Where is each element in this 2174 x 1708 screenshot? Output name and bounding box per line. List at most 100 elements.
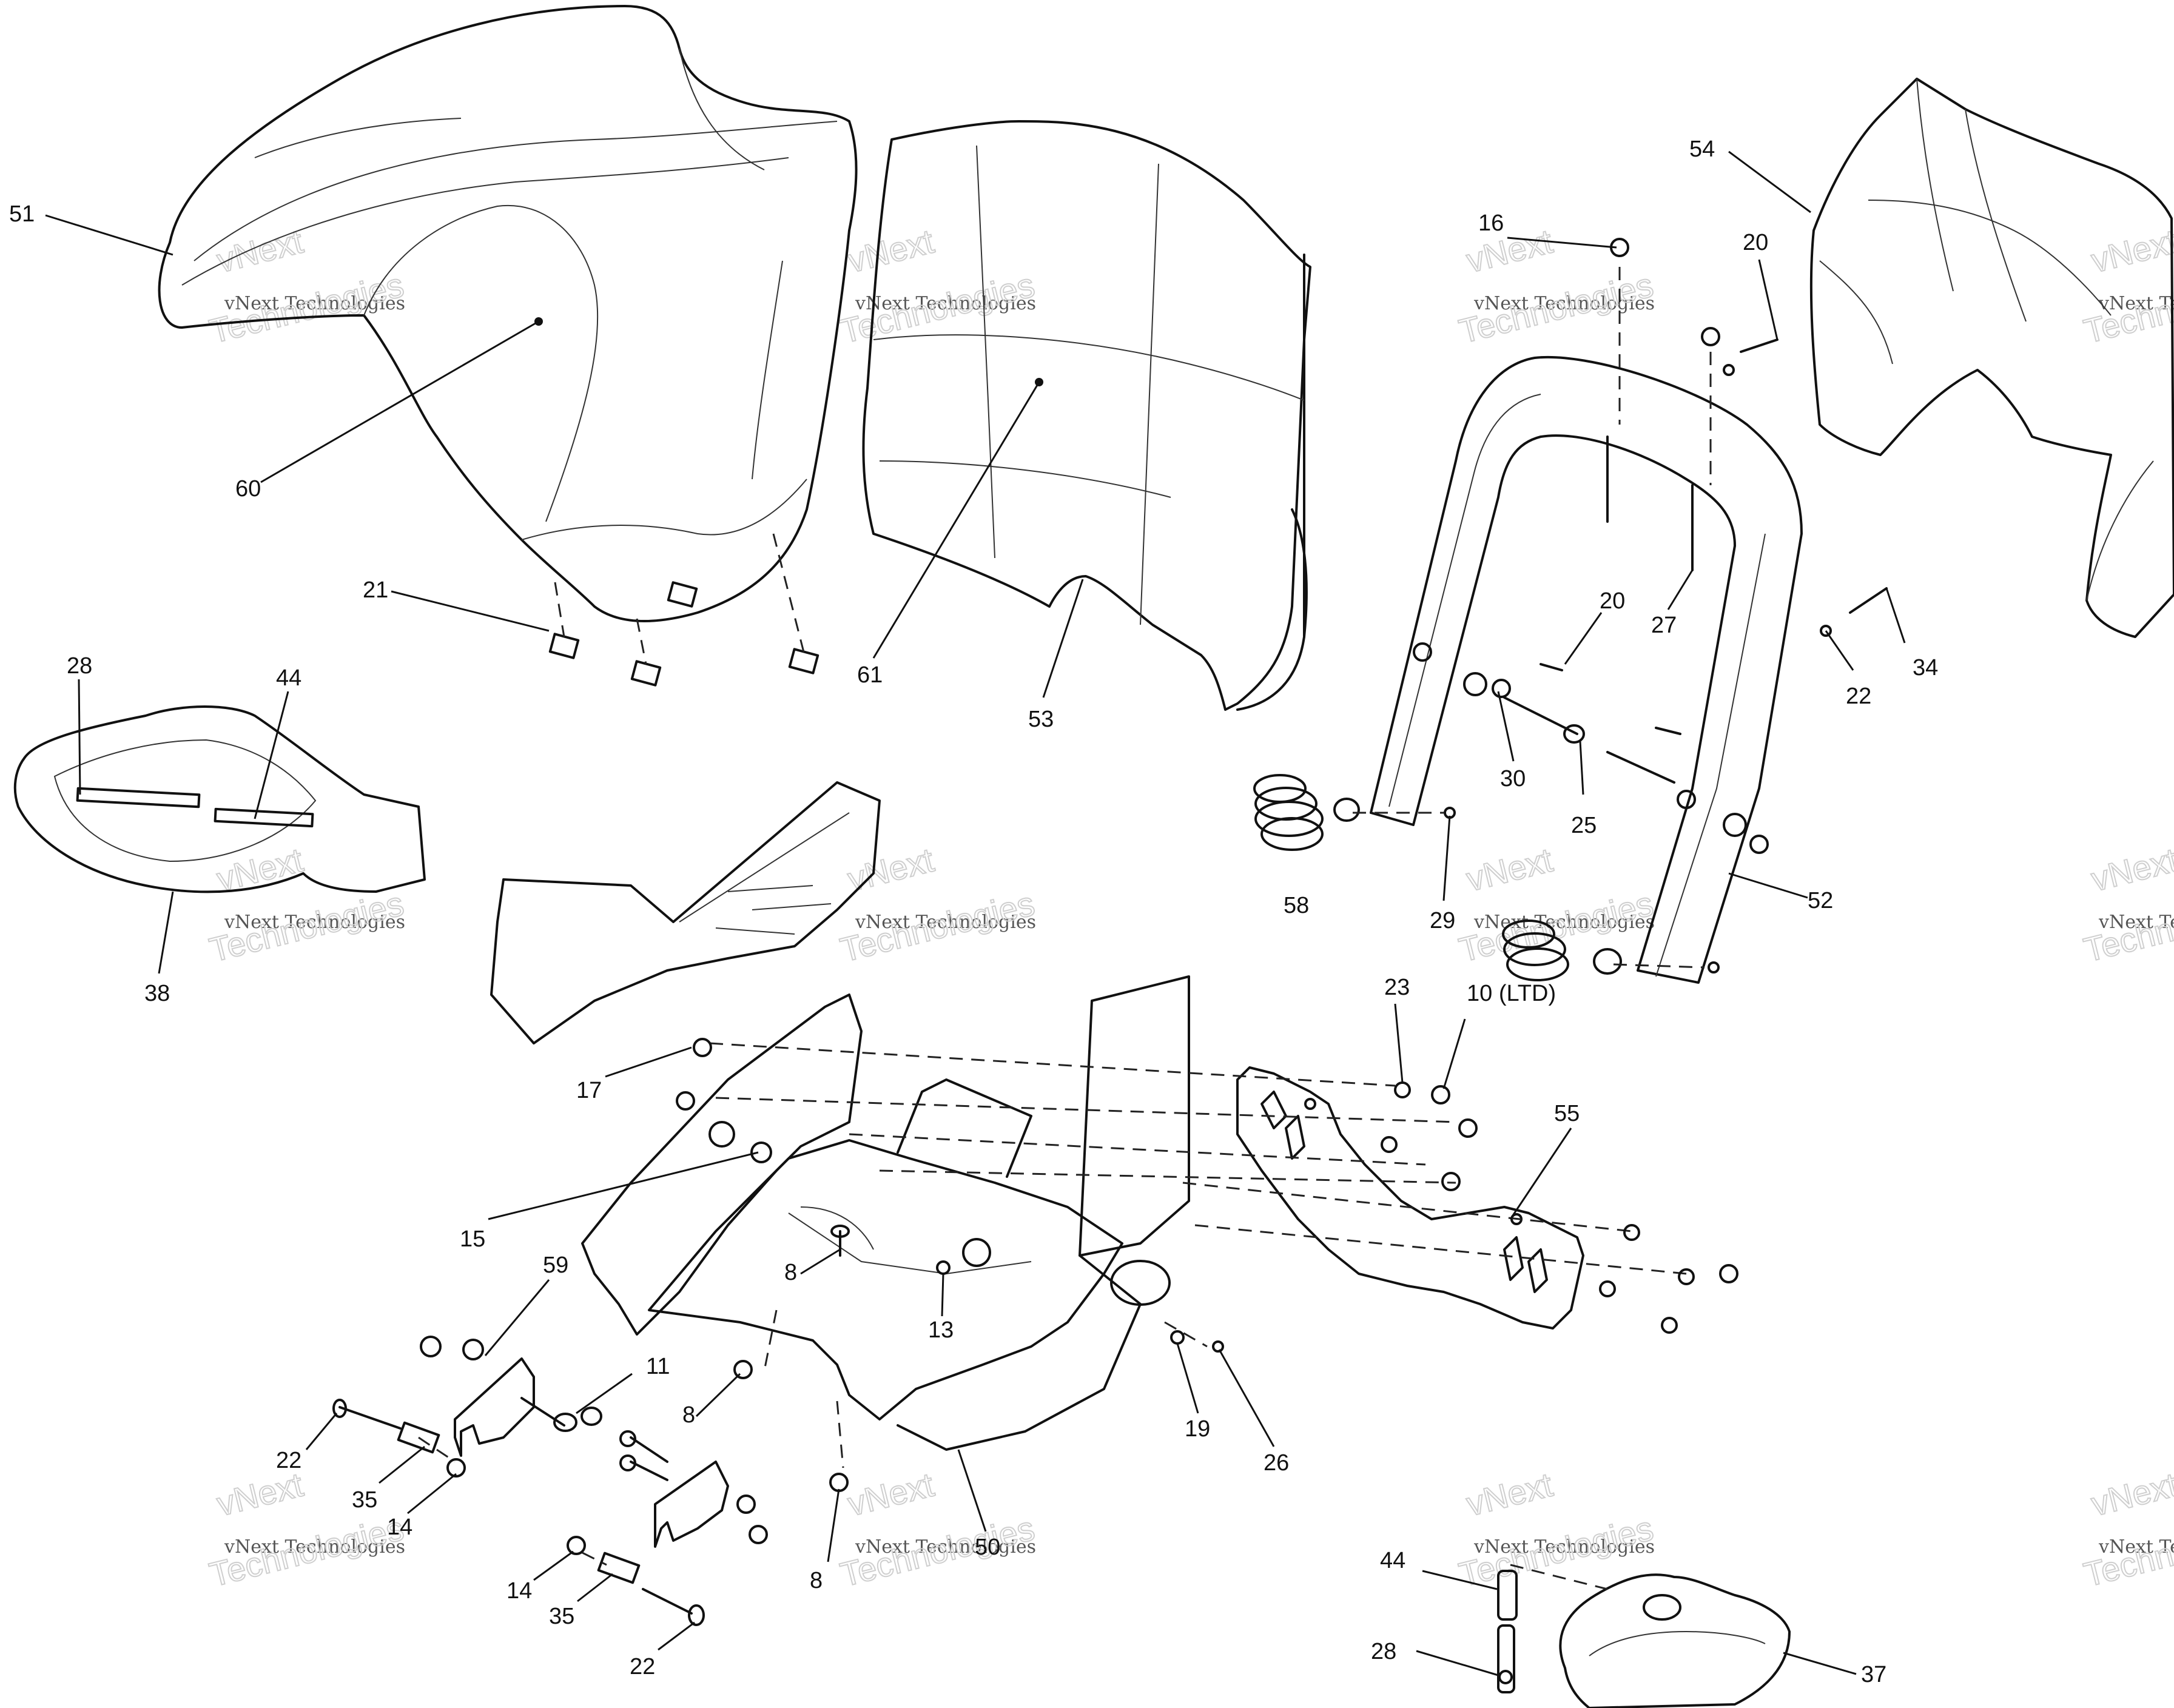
callout-11: 11 [646,1354,670,1379]
callout-54: 54 [1689,136,1715,162]
svg-text:vNext: vNext [1462,841,1556,899]
svg-text:Technologies: Technologies [2080,884,2174,969]
callout-34: 22 [1846,684,1871,709]
callout-38: 38 [144,981,170,1006]
callout-22: 27 [1651,613,1677,638]
carrier-rack-part [581,975,1190,1451]
svg-text:Technologies: Technologies [836,884,1038,969]
watermark: vNext vNext Technologies Technologies [2079,840,2174,970]
callout-37: 37 [1861,1662,1886,1687]
svg-text:vNext Technologies: vNext Technologies [855,912,1036,933]
watermark: vNext vNext Technologies Technologies [205,221,408,351]
callout-30: 30 [1500,766,1526,792]
callout-35: 35 [549,1604,574,1629]
callout-35: 35 [352,1487,377,1513]
spring-part [1502,920,1622,981]
callout-22: 22 [276,1448,301,1473]
svg-text:Technologies: Technologies [206,884,407,969]
svg-text:Technologies: Technologies [206,266,407,351]
svg-text:Technologies: Technologies [2080,1509,2174,1594]
callout-14: 14 [387,1515,412,1540]
svg-text:vNext: vNext [2087,841,2174,899]
backrest-part [862,120,1311,711]
callout-60: 60 [235,476,261,502]
watermark: vNext vNext Technologies Technologies [836,840,1038,970]
svg-text:vNext: vNext [213,841,307,899]
svg-text:vNext Technologies: vNext Technologies [2098,293,2174,314]
callout-8: 8 [784,1260,797,1285]
grab-handle-part [1497,1564,1791,1708]
hinge-bracket-part [332,1336,768,1626]
callout-52: 52 [1808,888,1833,913]
watermark: vNext vNext Technologies Technologies [205,1465,408,1595]
grab-handle-part [13,705,426,893]
svg-text:Technologies: Technologies [836,266,1038,351]
callout-22: 22 [630,1654,655,1679]
callout-23: 23 [1384,975,1410,1000]
svg-text:Technologies: Technologies [836,1509,1038,1594]
svg-text:vNext Technologies: vNext Technologies [2098,1536,2174,1558]
callout-8: 8 [682,1402,695,1428]
svg-text:Technologies: Technologies [2080,266,2174,351]
callout-14: 14 [506,1578,532,1604]
svg-text:vNext: vNext [844,1465,938,1524]
callout-44: 44 [276,665,301,691]
callout-51: 51 [9,201,35,227]
svg-text:vNext Technologies: vNext Technologies [2098,912,2174,933]
callout-19: 19 [1185,1416,1210,1442]
watermark: vNext vNext Technologies Technologies [836,221,1038,351]
svg-text:Technologies: Technologies [1455,266,1657,351]
callout-58: 58 [1284,893,1309,918]
svg-text:vNext Technologies: vNext Technologies [1473,293,1655,314]
callout-61: 61 [857,662,883,688]
watermark: vNext vNext Technologies Technologies [1455,1465,1657,1595]
rack-fasteners [676,1038,1738,1492]
watermark: vNext vNext Technologies Technologies [2079,221,2174,351]
callout-55: 55 [1554,1101,1580,1126]
rear-panel-part [1809,78,2174,638]
callout-50: 50 [975,1535,1000,1560]
bracket-part [1236,1066,1584,1330]
svg-text:vNext: vNext [2087,222,2174,280]
callout-10-ltd: 10 (LTD) [1467,981,1556,1006]
watermark: vNext vNext Technologies Technologies [836,1465,1038,1595]
svg-text:vNext Technologies: vNext Technologies [1473,1536,1655,1558]
svg-text:Technologies: Technologies [206,1509,407,1594]
svg-text:vNext Technologies: vNext Technologies [224,1536,405,1558]
callout-28: 28 [1371,1639,1396,1664]
svg-text:Technologies: Technologies [1455,884,1657,969]
callout-15: 15 [460,1226,485,1252]
svg-text:vNext Technologies: vNext Technologies [855,293,1036,314]
watermark: vNext vNext Technologies Technologies [1455,840,1657,970]
side-panel-part [490,781,881,1044]
svg-text:vNext: vNext [1462,222,1556,280]
callout-13: 13 [928,1317,954,1343]
seat-clips [548,533,819,687]
svg-text:vNext: vNext [1462,1465,1556,1524]
svg-text:vNext Technologies: vNext Technologies [224,912,405,933]
backrest-frame-part [1370,356,1803,984]
callout-59: 59 [543,1252,568,1278]
svg-text:vNext: vNext [213,1465,307,1524]
callout-44: 44 [1380,1548,1405,1573]
callout-8: 8 [810,1568,823,1593]
callout-21: 21 [363,577,388,603]
callout-28: 28 [67,653,92,679]
callout-26: 26 [1264,1450,1289,1476]
leader-lines [45,150,1906,1676]
spring-part [1253,774,1360,851]
svg-text:vNext: vNext [844,222,938,280]
callout-20: 34 [1913,655,1938,681]
svg-text:vNext Technologies: vNext Technologies [224,293,405,314]
svg-text:vNext: vNext [2087,1465,2174,1524]
svg-text:vNext: vNext [213,222,307,280]
svg-text:vNext Technologies: vNext Technologies [855,1536,1036,1558]
callout-53: 53 [1028,707,1054,732]
seat-part [158,5,858,622]
callout-29: 29 [1430,908,1455,933]
callout-16: 16 [1478,210,1504,236]
callout-20: 20 [1743,230,1768,255]
callout-27: 20 [1600,588,1625,614]
watermark: vNext vNext Technologies Technologies [205,840,408,970]
